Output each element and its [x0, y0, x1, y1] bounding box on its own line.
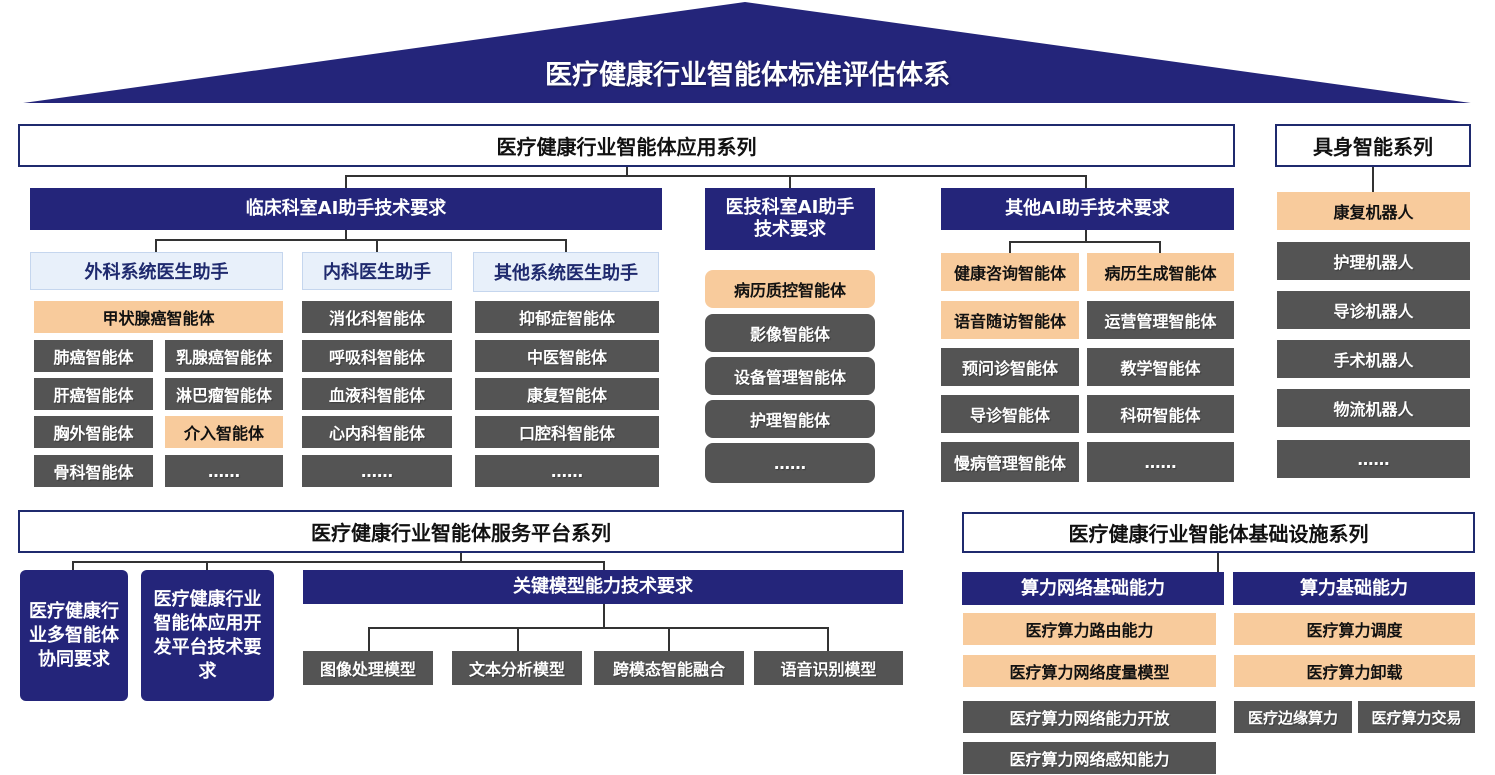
- roof-banner: [16, 2, 1478, 105]
- model-item: 跨模态智能融合: [594, 651, 744, 685]
- internal-agent-item: 消化科智能体: [302, 301, 452, 333]
- robot-item: 物流机器人: [1277, 389, 1470, 427]
- key-model-header: 关键模型能力技术要求: [303, 570, 903, 604]
- other-ai-agent-item: ……: [1087, 442, 1234, 482]
- robot-item: 护理机器人: [1277, 242, 1470, 280]
- service-platform-header: 医疗健康行业智能体服务平台系列: [18, 510, 904, 553]
- other-ai-agent-item: 科研智能体: [1087, 395, 1234, 433]
- other-ai-agent-item: 教学智能体: [1087, 348, 1234, 386]
- compute-capability-item: 医疗算力调度: [1234, 613, 1475, 645]
- surgery-agent-item: 介入智能体: [165, 416, 283, 448]
- multi-agent-collaboration-card: 医疗健康行业多智能体协同要求: [20, 570, 128, 701]
- other-ai-agent-item: 预问诊智能体: [941, 348, 1079, 386]
- thyroid-cancer-agent: 甲状腺癌智能体: [34, 301, 283, 333]
- compute-capability-item: 医疗算力卸载: [1234, 655, 1475, 687]
- robot-item: 手术机器人: [1277, 340, 1470, 378]
- network-capability-item: 医疗算力网络能力开放: [963, 701, 1216, 733]
- other-systems-assistant-header: 其他系统医生助手: [473, 252, 659, 292]
- infrastructure-header: 医疗健康行业智能体基础设施系列: [962, 512, 1475, 553]
- robot-item: 康复机器人: [1277, 192, 1470, 230]
- network-capability-item: 医疗算力路由能力: [963, 613, 1216, 645]
- other-ai-assistant-header: 其他AI助手技术要求: [941, 188, 1234, 230]
- model-item: 图像处理模型: [303, 651, 433, 685]
- surgery-agent-item: 淋巴瘤智能体: [165, 378, 283, 410]
- other-ai-agent-item: 病历生成智能体: [1087, 253, 1234, 291]
- model-item: 文本分析模型: [452, 651, 582, 685]
- internal-agent-item: 心内科智能体: [302, 416, 452, 448]
- surgery-assistant-header: 外科系统医生助手: [30, 252, 283, 290]
- other-ai-agent-item: 健康咨询智能体: [941, 253, 1079, 291]
- network-capability-item: 医疗算力网络感知能力: [963, 742, 1216, 774]
- medtech-agent-item: 护理智能体: [705, 400, 875, 438]
- network-capability-header: 算力网络基础能力: [962, 572, 1224, 605]
- surgery-agent-item: 肝癌智能体: [34, 378, 153, 410]
- page-title: 医疗健康行业智能体标准评估体系: [545, 60, 950, 91]
- other-systems-agent-item: 中医智能体: [475, 340, 659, 372]
- application-series-header: 医疗健康行业智能体应用系列: [18, 124, 1235, 167]
- medtech-agent-item: 设备管理智能体: [705, 357, 875, 395]
- other-systems-agent-item: ……: [475, 455, 659, 487]
- other-systems-agent-item: 康复智能体: [475, 378, 659, 410]
- internal-medicine-assistant-header: 内科医生助手: [302, 252, 452, 290]
- other-ai-agent-item: 慢病管理智能体: [941, 442, 1079, 482]
- network-capability-item: 医疗算力网络度量模型: [963, 655, 1216, 687]
- internal-agent-item: ……: [302, 455, 452, 487]
- internal-agent-item: 呼吸科智能体: [302, 340, 452, 372]
- dev-platform-card: 医疗健康行业智能体应用开发平台技术要求: [141, 570, 274, 701]
- medtech-assistant-header: 医技科室AI助手技术要求: [705, 188, 875, 250]
- other-ai-agent-item: 运营管理智能体: [1087, 301, 1234, 339]
- surgery-agent-item: 肺癌智能体: [34, 340, 153, 372]
- other-systems-agent-item: 抑郁症智能体: [475, 301, 659, 333]
- clinical-assistant-header: 临床科室AI助手技术要求: [30, 188, 662, 230]
- robot-item: 导诊机器人: [1277, 291, 1470, 329]
- internal-agent-item: 血液科智能体: [302, 378, 452, 410]
- compute-capability-header: 算力基础能力: [1233, 572, 1475, 605]
- other-ai-agent-item: 语音随访智能体: [941, 301, 1079, 339]
- surgery-agent-item: 乳腺癌智能体: [165, 340, 283, 372]
- medtech-agent-item: ……: [705, 443, 875, 483]
- surgery-agent-item: 胸外智能体: [34, 416, 153, 448]
- robot-item: ……: [1277, 440, 1470, 478]
- surgery-agent-item: ……: [165, 455, 283, 487]
- other-ai-agent-item: 导诊智能体: [941, 395, 1079, 433]
- medtech-agent-item: 病历质控智能体: [705, 270, 875, 308]
- embodied-series-header: 具身智能系列: [1275, 124, 1471, 167]
- model-item: 语音识别模型: [754, 651, 903, 685]
- medtech-agent-item: 影像智能体: [705, 314, 875, 352]
- other-systems-agent-item: 口腔科智能体: [475, 416, 659, 448]
- surgery-agent-item: 骨科智能体: [34, 455, 153, 487]
- compute-capability-item: 医疗边缘算力: [1234, 701, 1352, 733]
- compute-capability-item: 医疗算力交易: [1358, 701, 1475, 733]
